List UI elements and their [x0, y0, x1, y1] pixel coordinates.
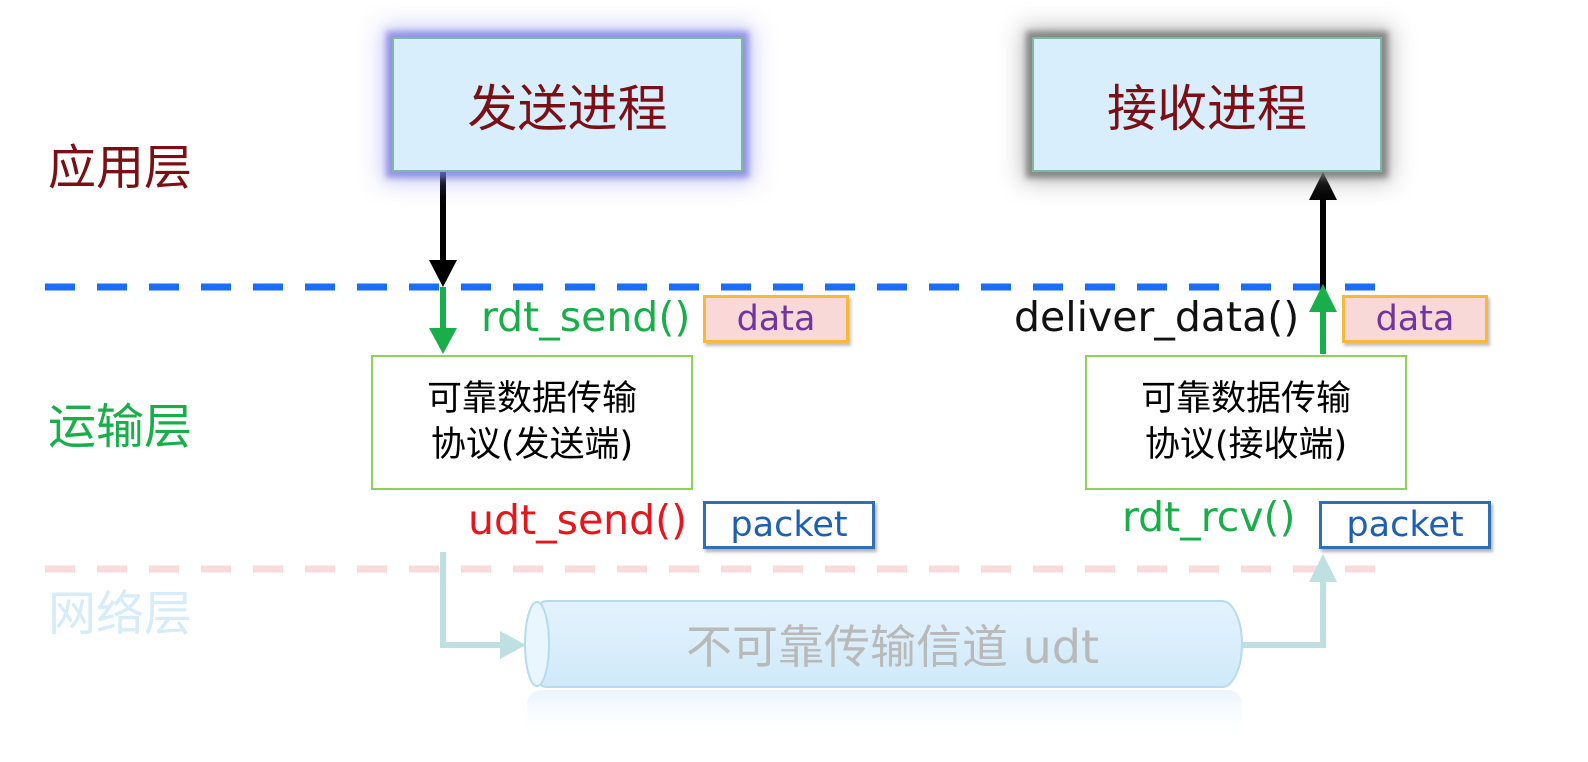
sender-protocol-line2: 协议(发送端): [430, 424, 634, 465]
rcv-up-green-arrowhead: [1309, 284, 1337, 312]
rdt-rcv-label: rdt_rcv(): [1122, 493, 1296, 541]
data-tag-send-text: data: [736, 299, 816, 339]
sender-protocol-box: 可靠数据传输 协议(发送端): [371, 355, 693, 490]
sender-protocol-line1: 可靠数据传输: [426, 379, 637, 419]
udt-path-in-arrowhead: [500, 631, 526, 659]
udt-path-out-arrowhead: [1309, 554, 1337, 582]
receiver-protocol-line1: 可靠数据传输: [1140, 379, 1351, 419]
packet-tag-send: packet: [703, 501, 875, 549]
rdt-send-label: rdt_send(): [481, 293, 691, 341]
deliver-up-arrowhead: [1309, 172, 1337, 200]
data-tag-receive-text: data: [1375, 299, 1455, 339]
udt-send-label: udt_send(): [468, 496, 688, 544]
udt-path-out: [1242, 580, 1326, 648]
receiver-protocol-line2: 协议(接收端): [1144, 424, 1348, 465]
packet-tag-send-text: packet: [730, 505, 848, 545]
udt-path-in: [440, 552, 505, 648]
rdt-send-arrowhead: [429, 328, 457, 354]
packet-tag-receive: packet: [1319, 501, 1491, 549]
unreliable-channel-label: 不可靠传输信道 udt: [685, 620, 1099, 674]
send-process-label: 发送进程: [467, 79, 668, 138]
send-process-box: 发送进程: [392, 37, 743, 172]
transport-layer-label: 运输层: [48, 399, 193, 455]
application-layer-label: 应用层: [48, 140, 193, 196]
send-down-arrowhead: [429, 260, 457, 287]
receive-process-label: 接收进程: [1107, 79, 1307, 138]
channel-reflection: [527, 690, 1242, 745]
data-tag-receive: data: [1342, 295, 1488, 343]
network-layer-label: 网络层: [48, 586, 193, 642]
data-tag-send: data: [703, 295, 849, 343]
channel-pipe-end: [524, 601, 550, 687]
packet-tag-receive-text: packet: [1346, 505, 1464, 545]
receiver-protocol-box: 可靠数据传输 协议(接收端): [1085, 355, 1407, 490]
deliver-data-label: deliver_data(): [1014, 293, 1300, 341]
receive-process-box: 接收进程: [1032, 37, 1382, 172]
